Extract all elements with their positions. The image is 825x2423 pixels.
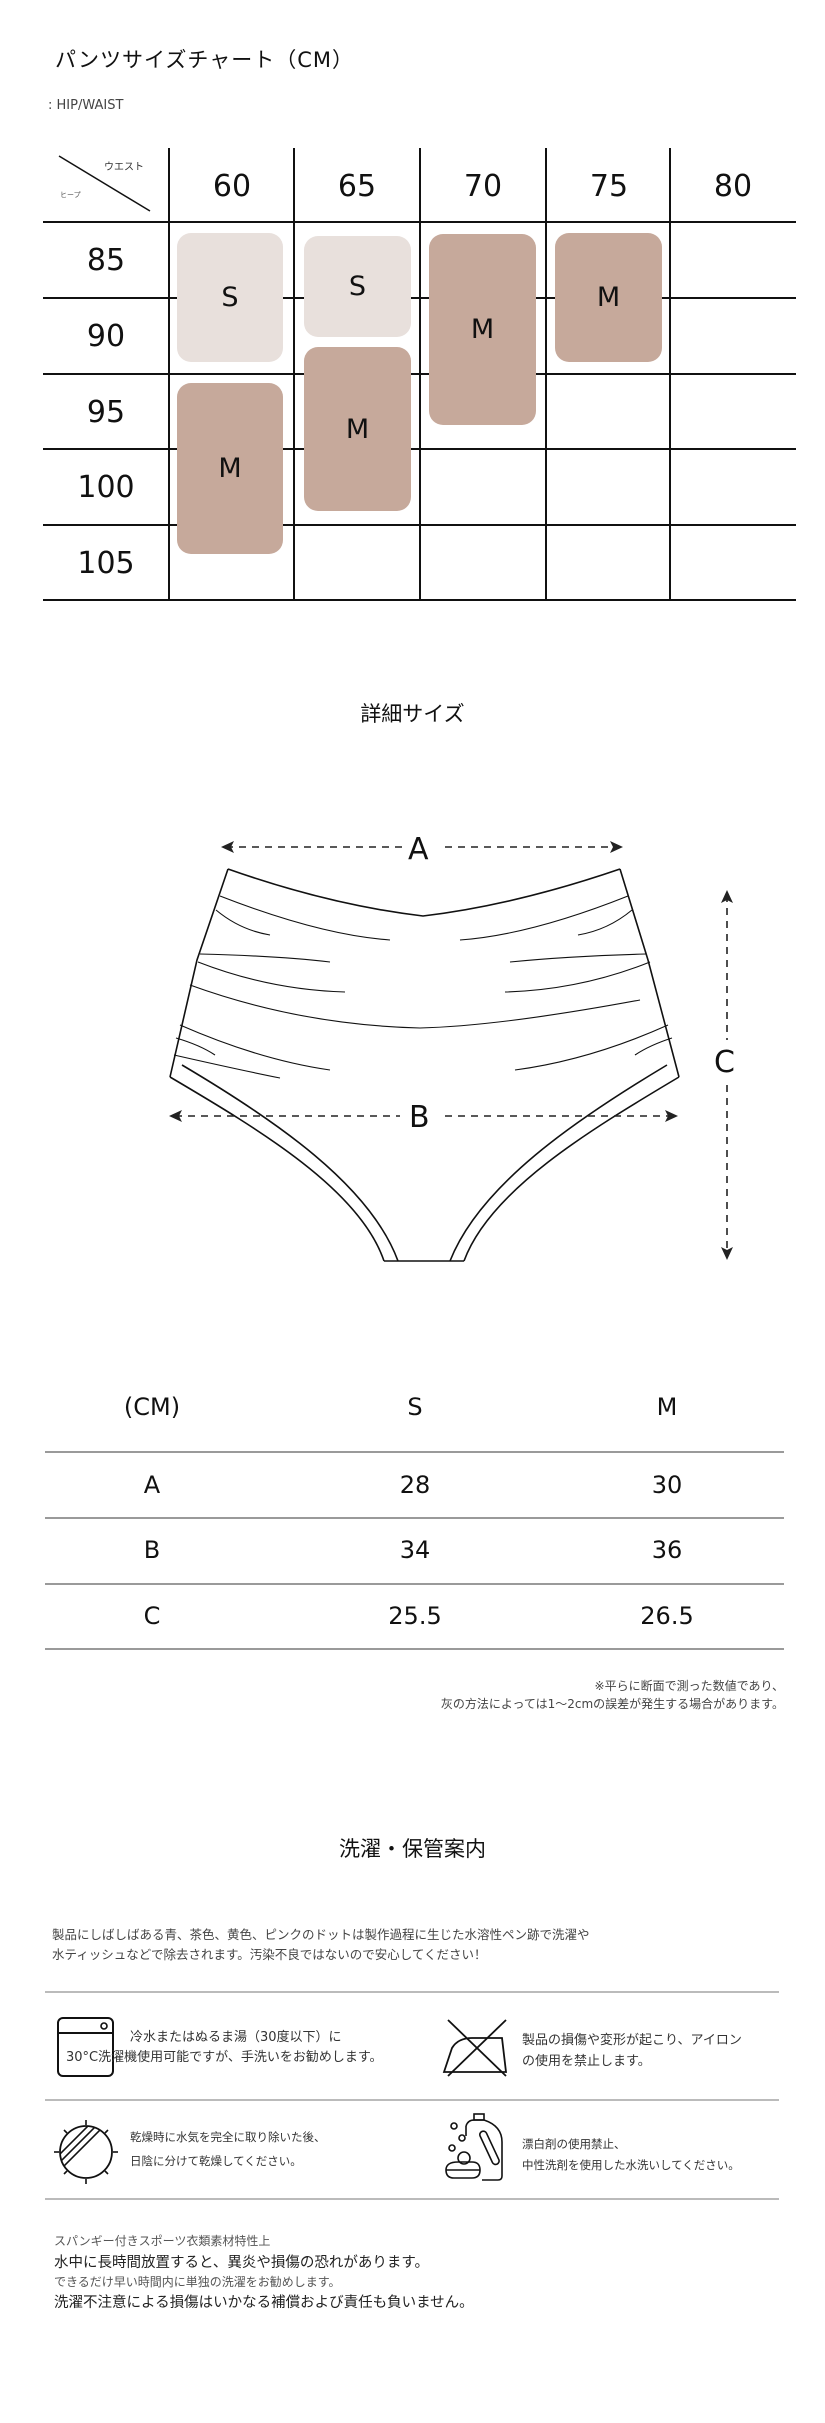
table-cell: 28 [399, 1471, 431, 1499]
table-divider [45, 1517, 784, 1519]
care-wash-line2: 30°C洗濯機使用可能ですが、手洗いをお勧めします。 [66, 2050, 383, 2065]
care-dry-line1: 乾燥時に水気を完全に取り除いた後、 [130, 2130, 326, 2144]
panties-diagram [169, 841, 733, 1262]
care-wash-line1: 冷水またはぬるま湯（30度以下）に [130, 2030, 342, 2045]
table-divider [45, 1648, 784, 1650]
washing-machine-icon [57, 2017, 114, 2077]
table-row-label: C [143, 1602, 161, 1630]
care-intro-2: 水ティッシュなどで除去されます。汚染不良ではないので安心してください！ [52, 1947, 487, 1962]
table-header-s: S [407, 1393, 423, 1421]
size-box-m: M [177, 383, 283, 554]
hip-row-100: 100 [77, 469, 135, 505]
table-row-label: A [143, 1471, 161, 1499]
waist-col-80: 80 [713, 168, 753, 204]
footer-note-3: できるだけ早い時間内に単独の洗濯をお勧めします。 [54, 2275, 341, 2289]
care-bleach-line1: 漂白剤の使用禁止、 [522, 2137, 626, 2151]
care-dry-line2: 日陰に分けて乾燥してください。 [130, 2154, 302, 2168]
care-divider [45, 1991, 779, 1993]
care-iron-line2: の使用を禁止します。 [522, 2054, 651, 2069]
corner-waist-label: ウエスト [104, 162, 144, 173]
table-row-label: B [143, 1536, 161, 1564]
detail-size-title: 詳細サイズ [360, 702, 465, 726]
table-cell: 34 [399, 1536, 431, 1564]
table-cell: 30 [651, 1471, 683, 1499]
no-iron-icon [442, 2019, 508, 2077]
hip-row-95: 95 [86, 394, 126, 430]
hip-row-105: 105 [77, 545, 135, 581]
grid-line [669, 148, 671, 600]
care-divider [45, 2198, 779, 2200]
care-divider [45, 2099, 779, 2101]
chart-subtitle: : HIP/WAIST [48, 98, 124, 113]
care-title: 洗濯・保管案内 [339, 1837, 486, 1861]
grid-line [168, 148, 170, 600]
care-intro-1: 製品にしばしばある青、茶色、黄色、ピンクのドットは製作過程に生じた水溶性ペン跡で… [52, 1927, 590, 1942]
table-header-m: M [656, 1393, 678, 1421]
hip-row-90: 90 [86, 318, 126, 354]
table-header-unit: (CM) [123, 1393, 181, 1421]
care-iron-line1: 製品の損傷や変形が起こり、アイロン [522, 2033, 742, 2048]
label-a: A [408, 832, 429, 867]
shade-dry-icon [54, 2120, 118, 2184]
label-b: B [409, 1100, 430, 1135]
corner-hip-label: ヒープ [60, 191, 81, 199]
grid-line [545, 148, 547, 600]
no-bleach-icon [445, 2113, 503, 2181]
waist-col-60: 60 [212, 168, 252, 204]
page-title: パンツサイズチャート（CM） [55, 48, 354, 72]
table-cell: 36 [651, 1536, 683, 1564]
grid-line [419, 148, 421, 600]
measurement-note-2: 灰の方法によっては1～2cmの誤差が発生する場合があります。 [440, 1697, 784, 1711]
footer-note-4: 洗濯不注意による損傷はいかなる補償および責任も負いません。 [54, 2295, 474, 2311]
measurement-note-1: ※平らに断面で測った数値であり、 [594, 1679, 784, 1693]
size-box-m: M [429, 234, 536, 425]
size-box-m: M [304, 347, 411, 511]
table-divider [45, 1583, 784, 1585]
hip-row-85: 85 [86, 242, 126, 278]
size-box-s: S [304, 236, 411, 337]
corner-diagonal [58, 155, 151, 212]
grid-line [43, 599, 796, 601]
care-bleach-line2: 中性洗剤を使用した水洗いしてください。 [522, 2158, 740, 2172]
label-c: C [714, 1045, 735, 1080]
table-divider [45, 1451, 784, 1453]
waist-col-70: 70 [463, 168, 503, 204]
size-box-s: S [177, 233, 283, 362]
waist-col-75: 75 [589, 168, 629, 204]
footer-note-2: 水中に長時間放置すると、異炎や損傷の恐れがあります。 [54, 2255, 429, 2271]
waist-col-65: 65 [337, 168, 377, 204]
size-box-m: M [555, 233, 662, 362]
table-cell: 25.5 [388, 1602, 442, 1630]
grid-line [293, 148, 295, 600]
footer-note-1: スパンギー付きスポーツ衣類素材特性上 [54, 2234, 271, 2248]
table-cell: 26.5 [640, 1602, 694, 1630]
